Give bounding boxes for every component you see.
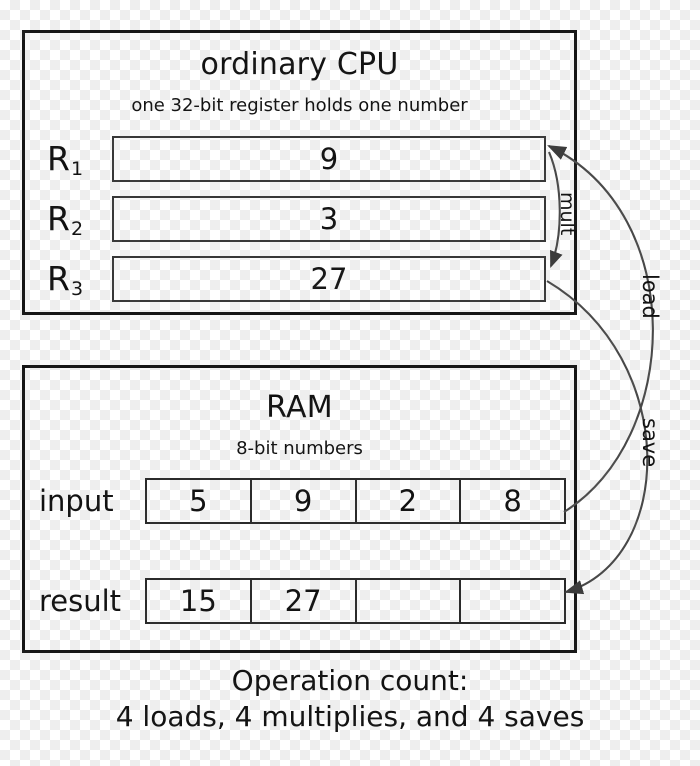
ram-result-cell-4 <box>461 580 564 622</box>
register-label-letter-2: R <box>47 199 70 238</box>
ram-input-cell-3: 2 <box>357 480 462 522</box>
register-label-2: R2 <box>47 196 107 242</box>
ram-result-cell-2: 27 <box>252 580 357 622</box>
cpu-title: ordinary CPU <box>200 47 399 82</box>
ram-panel: RAM 8-bit numbers input 5 9 2 8 result 1… <box>22 365 577 653</box>
ram-result-row: result 15 27 <box>25 578 574 624</box>
load-arrow-label: load <box>638 274 662 319</box>
register-label-index-1: 1 <box>70 158 84 180</box>
ram-result-label: result <box>39 584 122 618</box>
register-label-3: R3 <box>47 256 107 302</box>
ram-input-cells: 5 9 2 8 <box>145 478 566 524</box>
operation-count-caption: Operation count: 4 loads, 4 multiplies, … <box>0 663 700 736</box>
ram-title: RAM <box>266 390 333 425</box>
cpu-subtitle: one 32-bit register holds one number <box>131 95 468 116</box>
cpu-panel: ordinary CPU one 32-bit register holds o… <box>22 30 577 315</box>
register-label-index-2: 2 <box>70 218 84 240</box>
ram-input-label: input <box>39 484 114 518</box>
ram-subtitle: 8-bit numbers <box>236 438 363 459</box>
register-row-2: R2 3 <box>25 196 574 242</box>
register-row-1: R1 9 <box>25 136 574 182</box>
register-row-3: R3 27 <box>25 256 574 302</box>
register-label-letter-3: R <box>47 259 70 298</box>
mult-arrow-label: mult <box>556 192 578 236</box>
register-value-box-3: 27 <box>112 256 546 302</box>
ram-input-cell-4: 8 <box>503 484 522 518</box>
caption-line-2: 4 loads, 4 multiplies, and 4 saves <box>115 700 585 734</box>
caption-line-1: Operation count: <box>231 664 469 697</box>
ram-input-cell-1: 5 <box>147 480 252 522</box>
save-arrow-label: save <box>638 418 662 468</box>
ram-input-row: input 5 9 2 8 <box>25 478 574 524</box>
register-label-letter-1: R <box>47 139 70 178</box>
ram-result-cell-3 <box>357 580 462 622</box>
ram-input-cell-2: 9 <box>252 480 357 522</box>
ram-result-cells: 15 27 <box>145 578 566 624</box>
register-value-box-2: 3 <box>112 196 546 242</box>
ram-result-cell-1: 15 <box>147 580 252 622</box>
register-label-1: R1 <box>47 136 107 182</box>
register-value-box-1: 9 <box>112 136 546 182</box>
register-label-index-3: 3 <box>70 278 84 300</box>
